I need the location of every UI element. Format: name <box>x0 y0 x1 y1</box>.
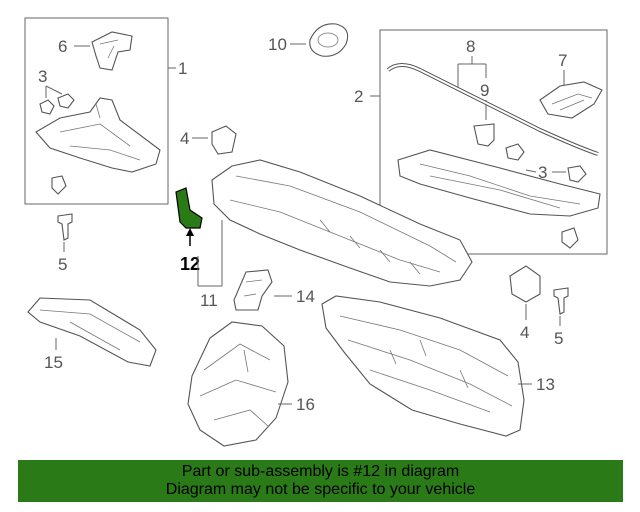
inset-box-1 <box>24 17 169 205</box>
part-10-grommet <box>309 23 349 57</box>
callout-13: 13 <box>536 375 555 394</box>
clip-3c <box>505 143 525 161</box>
callout-5a: 5 <box>58 255 67 274</box>
callout-2: 2 <box>354 87 363 106</box>
part-11-dashboard-upper <box>211 159 473 287</box>
part-1-cowl-side <box>35 97 161 173</box>
part-9-clip <box>473 123 495 147</box>
part-4a <box>211 125 237 155</box>
callout-12: 12 <box>180 254 200 274</box>
clip-3a <box>39 99 55 115</box>
clip-3b <box>57 93 75 109</box>
callout-5b: 5 <box>554 329 563 348</box>
parts-diagram: 1 6 3 5 10 4 2 8 9 7 <box>24 17 608 447</box>
part-13-dash-insulator <box>321 295 525 437</box>
clip-3d <box>567 165 587 183</box>
part-16-insulator <box>187 321 289 447</box>
bolt-1 <box>51 175 67 195</box>
part-4b <box>509 265 541 303</box>
callout-1: 1 <box>178 59 187 78</box>
part-7 <box>539 81 603 119</box>
callout-3b: 3 <box>538 163 547 182</box>
info-banner: Part or sub-assembly is #12 in diagram D… <box>18 460 623 502</box>
banner-line-1: Part or sub-assembly is #12 in diagram <box>181 463 460 480</box>
callout-6: 6 <box>58 37 67 56</box>
callout-8: 8 <box>466 37 475 56</box>
clip-5a <box>57 213 73 241</box>
part-12-highlighted <box>175 187 203 229</box>
inset-box-2 <box>379 29 608 255</box>
callout-10: 10 <box>268 35 287 54</box>
callout-3a: 3 <box>38 67 47 86</box>
part-14-bracket <box>233 269 273 311</box>
callout-11: 11 <box>200 291 218 310</box>
clip-5b <box>553 287 569 315</box>
callout-16: 16 <box>296 395 315 414</box>
callout-15: 15 <box>44 353 63 372</box>
callout-9: 9 <box>480 81 489 100</box>
callout-4b: 4 <box>520 323 529 342</box>
banner-line-2: Diagram may not be specific to your vehi… <box>165 481 476 498</box>
callout-14: 14 <box>296 287 315 306</box>
callout-4a: 4 <box>180 129 189 148</box>
part-6 <box>91 31 133 71</box>
callout-7: 7 <box>558 51 567 70</box>
part-2-cowl-top <box>397 149 601 217</box>
bolt-2 <box>561 227 579 249</box>
part-15-duct <box>27 297 157 367</box>
